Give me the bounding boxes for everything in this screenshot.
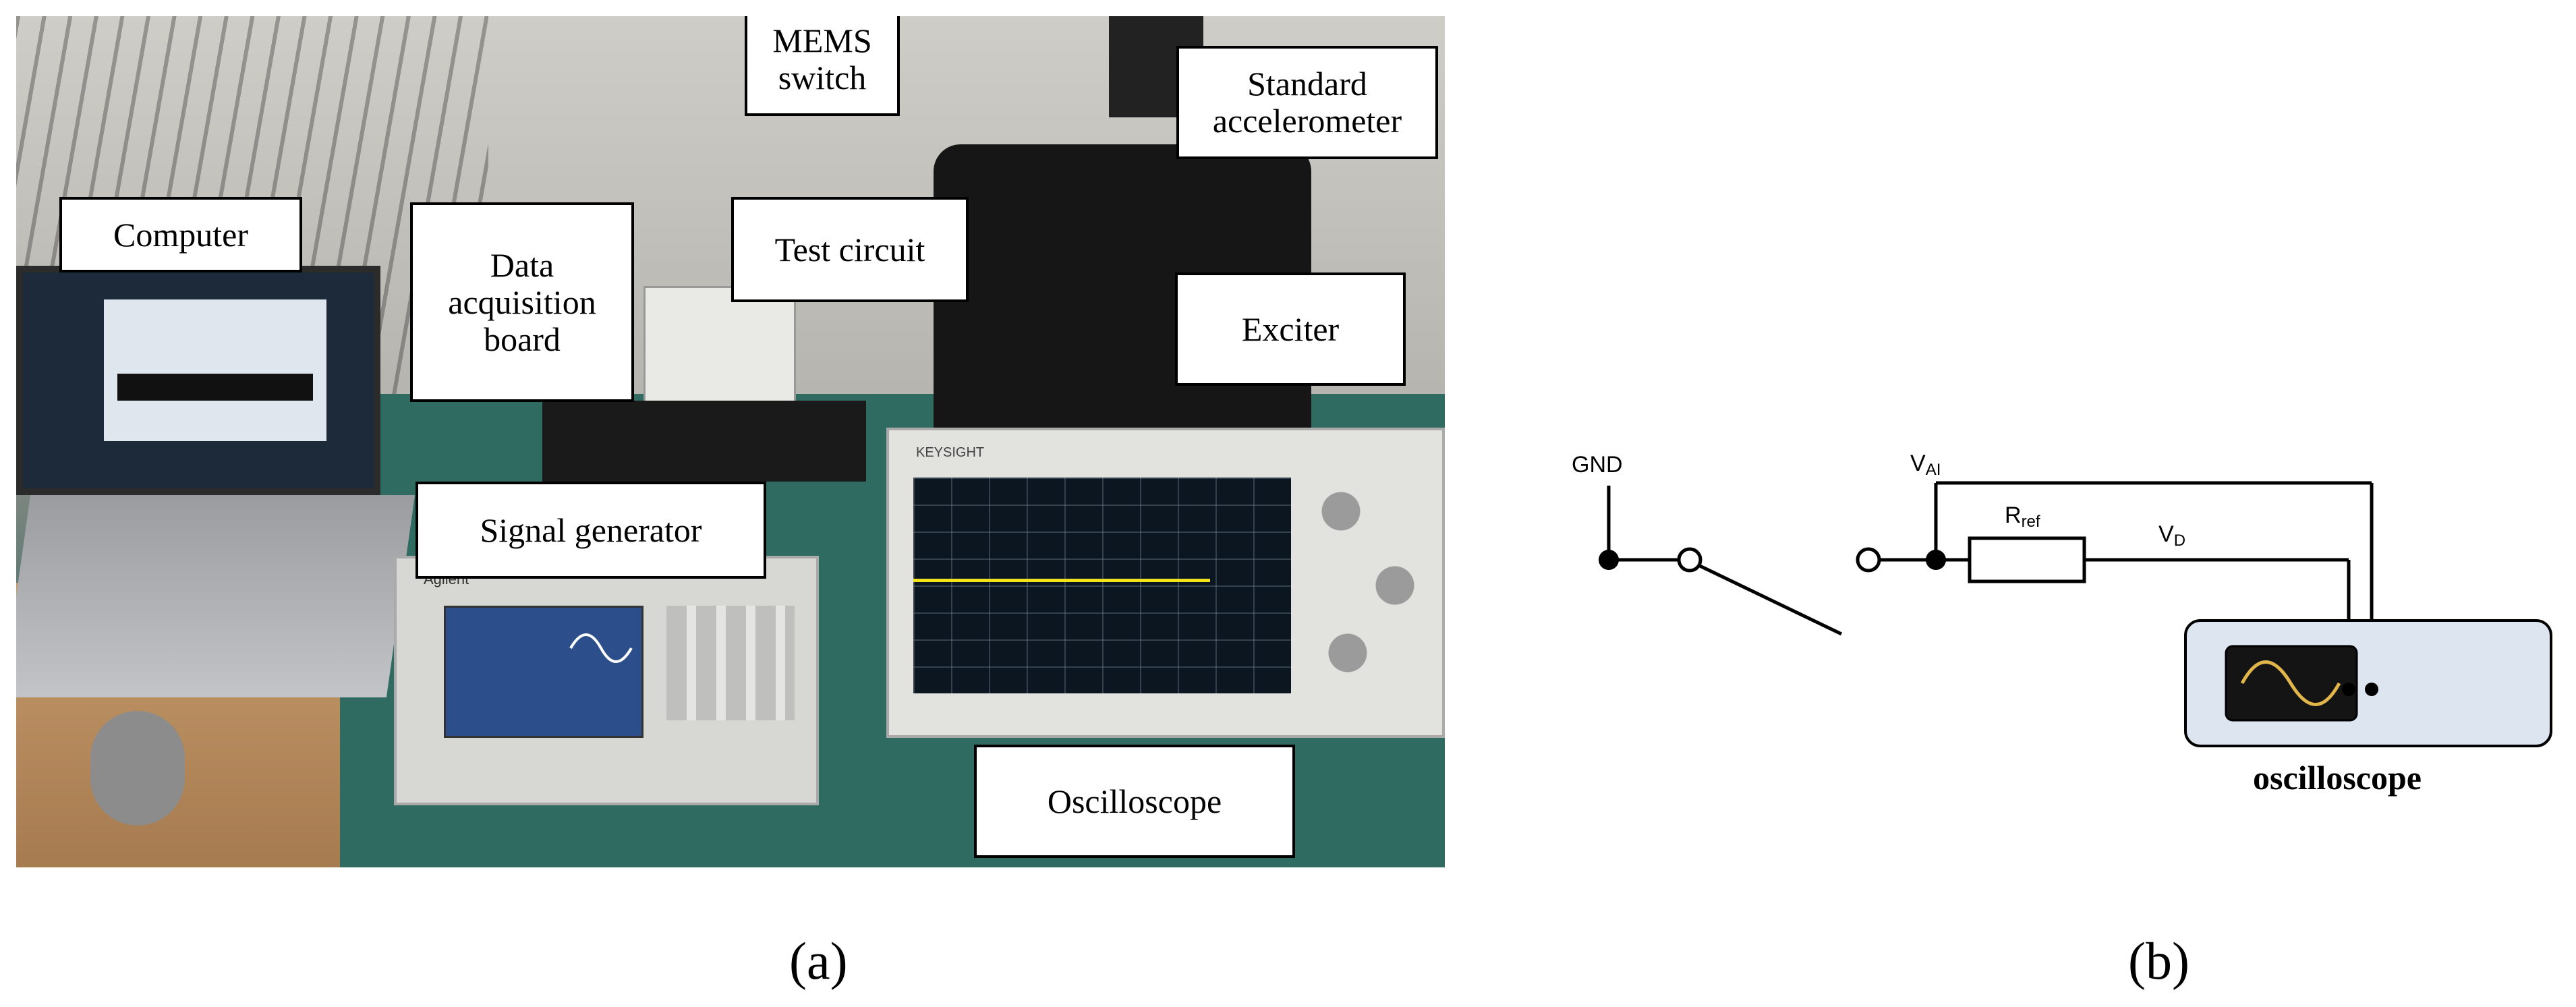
vd-probe-terminal xyxy=(2342,683,2355,696)
switch-contact-right xyxy=(1856,547,1881,573)
signal-generator-body: Agilent xyxy=(394,556,819,805)
test-circuit-diagram: GND VAI Rref VD oscilloscope xyxy=(1572,451,2552,797)
laptop-window xyxy=(104,299,326,441)
laptop-keyboard xyxy=(16,495,416,697)
gnd-label: GND xyxy=(1572,452,1623,478)
label-oscilloscope: Oscilloscope xyxy=(974,745,1295,858)
label-exciter: Exciter xyxy=(1175,272,1406,386)
siggen-keypad xyxy=(666,606,795,720)
switch-blade xyxy=(1697,563,1843,636)
waveform-strip xyxy=(117,374,313,401)
rref-resistor xyxy=(1968,536,2086,583)
oscilloscope-wave-icon xyxy=(2240,660,2341,706)
vai-subscript: AI xyxy=(1926,461,1941,479)
oscilloscope-label: oscilloscope xyxy=(2253,759,2422,797)
vai-label: VAI xyxy=(1910,451,1941,479)
laptop-screen xyxy=(16,266,380,495)
scope-trace xyxy=(913,579,1210,582)
scope-screen xyxy=(913,478,1291,693)
label-standard-accelerometer: Standard accelerometer xyxy=(1176,46,1438,159)
scope-brand: KEYSIGHT xyxy=(916,445,985,460)
daq-base xyxy=(542,401,866,482)
switch-contact-left xyxy=(1677,547,1702,573)
caption-b: (b) xyxy=(2128,931,2189,990)
mouse xyxy=(90,711,185,826)
caption-a: (a) xyxy=(789,931,848,990)
label-data-acquisition-board: Data acquisition board xyxy=(410,202,634,402)
siggen-sine xyxy=(569,633,633,663)
vd-subscript: D xyxy=(2174,531,2185,550)
experimental-setup-photo: Agilent KEYSIGHT MEMS switch Standard ac… xyxy=(16,16,1445,867)
oscilloscope-body: KEYSIGHT xyxy=(886,428,1445,738)
label-mems-switch: MEMS switch xyxy=(745,16,900,116)
label-test-circuit: Test circuit xyxy=(731,197,969,302)
scope-knobs xyxy=(1307,471,1429,714)
vai-probe-terminal xyxy=(2365,683,2378,696)
rref-label: Rref xyxy=(2005,502,2040,531)
vd-label: VD xyxy=(2158,521,2185,550)
label-signal-generator: Signal generator xyxy=(416,482,766,579)
rref-subscript: ref xyxy=(2022,513,2040,531)
label-computer: Computer xyxy=(59,197,302,272)
siggen-screen xyxy=(444,606,643,738)
